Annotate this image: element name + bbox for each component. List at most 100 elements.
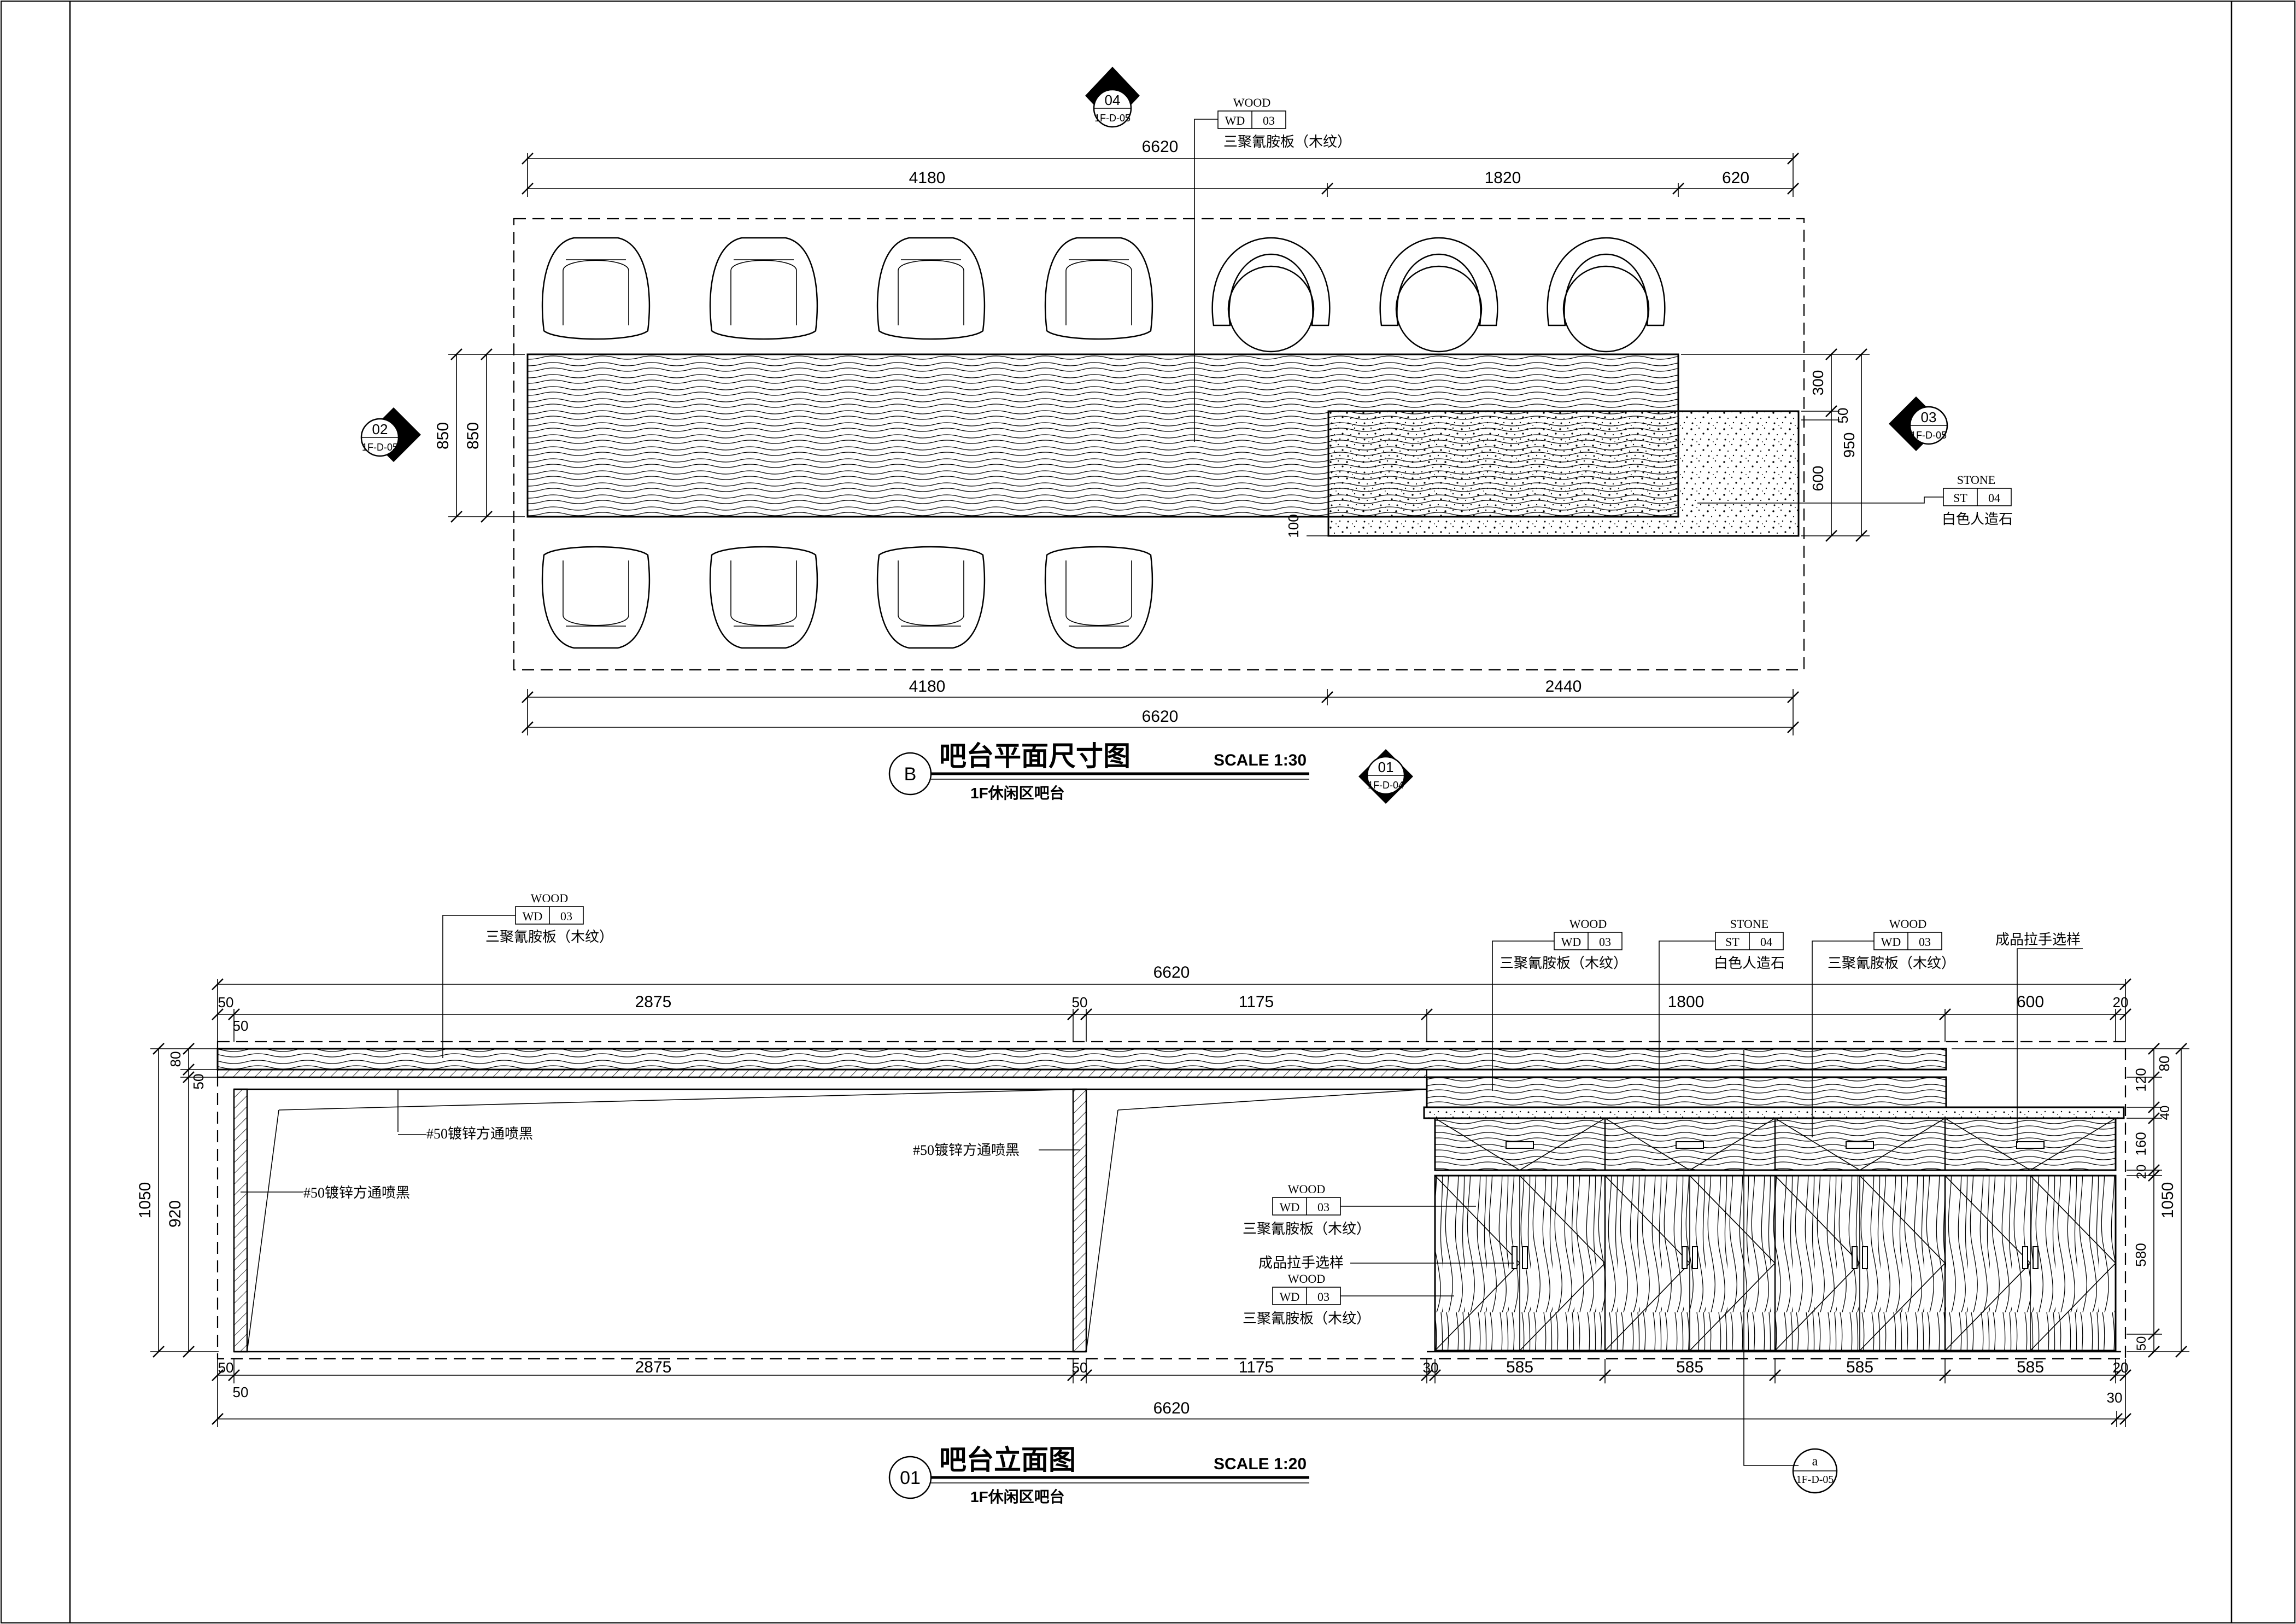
elev-dim-80-left: 80 bbox=[167, 1051, 184, 1067]
detail-marker-reference: 1F-D-05 bbox=[1796, 1474, 1834, 1486]
elev-wood-tag-left-category: WOOD bbox=[531, 891, 568, 905]
elev-wood-tag-left-description: 三聚氰胺板（木纹） bbox=[485, 929, 613, 945]
elev-steel-note-2-text: #50镀锌方通喷黑 bbox=[303, 1185, 410, 1201]
plan-dim-950: 950 bbox=[1841, 433, 1858, 458]
plan-dim-4180-top: 4180 bbox=[909, 169, 946, 187]
armchair bbox=[709, 237, 818, 340]
plan-top-dimensions: 6620 4180 1820 620 bbox=[522, 138, 1799, 197]
plan-scale: SCALE 1:30 bbox=[1214, 751, 1307, 769]
armchair bbox=[541, 546, 651, 649]
elev-dim-50-bottom-a: 50 bbox=[218, 1359, 234, 1376]
elev-dim-50-a: 50 bbox=[218, 994, 234, 1010]
marker-left-number: 02 bbox=[372, 421, 388, 437]
elev-dim-160-right: 160 bbox=[2133, 1132, 2149, 1155]
plan-dim-850-inner: 850 bbox=[464, 422, 482, 449]
elev-dim-50-bottom-b: 50 bbox=[1072, 1359, 1088, 1376]
elev-dim-1050-left: 1050 bbox=[136, 1182, 154, 1219]
elev-dim-80-right: 80 bbox=[2156, 1056, 2172, 1072]
elevation-top-dimensions: 6620 50 50 2875 50 1175 1800 600 20 bbox=[212, 963, 2131, 1042]
elev-dim-20-top: 20 bbox=[2113, 994, 2129, 1010]
elev-dim-585-a: 585 bbox=[1506, 1358, 1533, 1376]
plan-wood-tag: WOOD WD 03 三聚氰胺板（木纹） bbox=[1194, 96, 1351, 442]
elev-dim-580-right: 580 bbox=[2133, 1243, 2149, 1266]
elev-wood-tag-left-number: 03 bbox=[560, 909, 572, 923]
door-handle bbox=[1512, 1246, 1518, 1269]
armchair bbox=[1044, 546, 1153, 649]
elev-dim-total-top: 6620 bbox=[1153, 963, 1190, 982]
plan-bottom-dimensions: 4180 2440 6620 bbox=[522, 677, 1799, 735]
plan-view: 6620 4180 1820 620 4180 2440 6620 850 85… bbox=[360, 67, 2013, 804]
steel-frame-middle bbox=[1072, 1088, 1427, 1353]
elev-door-tag-2-code: WD bbox=[1280, 1290, 1300, 1304]
elev-door-tag-2-number: 03 bbox=[1317, 1290, 1329, 1304]
plan-dim-50: 50 bbox=[1835, 408, 1851, 424]
marker-right-reference: 1F-D-05 bbox=[1911, 430, 1947, 441]
plan-title-block: B 吧台平面尺寸图 SCALE 1:30 1F休闲区吧台 bbox=[888, 741, 1309, 802]
elev-dim-1800: 1800 bbox=[1668, 993, 1705, 1011]
plan-right-dimensions: 300 50 600 950 bbox=[1681, 348, 1870, 542]
cabinet-drawers bbox=[1434, 1117, 2117, 1171]
elev-dim-50-bottom-c: 50 bbox=[233, 1384, 249, 1400]
elev-handle-note-top-text: 成品拉手选样 bbox=[1995, 932, 2081, 948]
plan-marker-top: 04 1F-D-05 bbox=[1085, 67, 1140, 128]
elev-dim-120-right: 120 bbox=[2133, 1068, 2149, 1091]
elevation-view: 6620 50 50 2875 50 1175 1800 600 20 bbox=[136, 891, 2189, 1505]
elev-dim-920-left: 920 bbox=[166, 1200, 184, 1228]
door-handle bbox=[1522, 1246, 1528, 1269]
elev-steel-note-1-text: #50镀锌方通喷黑 bbox=[426, 1126, 533, 1142]
plan-stone-tag-category: STONE bbox=[1957, 473, 1996, 487]
elev-door-tag-1-description: 三聚氰胺板（木纹） bbox=[1243, 1221, 1370, 1237]
plan-dim-1820: 1820 bbox=[1485, 169, 1521, 187]
elev-dim-600: 600 bbox=[2017, 993, 2044, 1011]
plan-wood-tag-description: 三聚氰胺板（木纹） bbox=[1223, 134, 1351, 150]
elev-steel-note-3-text: #50镀锌方通喷黑 bbox=[913, 1142, 1020, 1158]
plan-dim-850-outer: 850 bbox=[434, 422, 452, 449]
elev-door-tag-2-description: 三聚氰胺板（木纹） bbox=[1243, 1311, 1370, 1327]
door-handle bbox=[2033, 1246, 2039, 1269]
plan-stone-tag-description: 白色人造石 bbox=[1942, 511, 2013, 527]
elev-stone-tag: STONE ST 04 白色人造石 bbox=[1659, 917, 1785, 1113]
elev-dim-585-b: 585 bbox=[1676, 1358, 1703, 1376]
elev-wood-tag-right-category: WOOD bbox=[1889, 917, 1926, 931]
detail-marker-letter: a bbox=[1812, 1454, 1818, 1469]
door-handle bbox=[1862, 1246, 1868, 1269]
elev-dim-total-bottom: 6620 bbox=[1153, 1399, 1190, 1417]
armchair bbox=[541, 237, 651, 340]
elev-dim-30-bottom: 30 bbox=[1423, 1359, 1439, 1376]
plan-stone-tag-code: ST bbox=[1953, 491, 1967, 505]
plan-marker-left: 02 1F-D-05 bbox=[360, 407, 421, 462]
marker-left-reference: 1F-D-05 bbox=[362, 442, 398, 453]
elev-stone-tag-description: 白色人造石 bbox=[1714, 955, 1785, 971]
door-handle bbox=[1852, 1246, 1858, 1269]
elevation-title-block: 01 吧台立面图 SCALE 1:20 1F休闲区吧台 bbox=[888, 1445, 1309, 1505]
elev-steel-note-1: #50镀锌方通喷黑 bbox=[397, 1089, 533, 1142]
elev-steel-note-2: #50镀锌方通喷黑 bbox=[241, 1185, 410, 1201]
elev-door-tag-1-category: WOOD bbox=[1288, 1182, 1325, 1196]
drawer-handle bbox=[2016, 1141, 2045, 1149]
marker-top-number: 04 bbox=[1105, 92, 1121, 108]
elev-door-tag-2: WOOD WD 03 三聚氰胺板（木纹） bbox=[1243, 1272, 1454, 1327]
elev-dim-20-bottom: 20 bbox=[2113, 1359, 2129, 1376]
cabinet-doors bbox=[1434, 1175, 2117, 1352]
armchair bbox=[876, 546, 986, 649]
elev-title-symbol: 01 bbox=[900, 1468, 921, 1488]
elev-dim-1175-bottom: 1175 bbox=[1239, 1358, 1274, 1376]
elev-dim-50-right: 50 bbox=[2134, 1336, 2149, 1351]
elev-door-tag-1: WOOD WD 03 三聚氰胺板（木纹） bbox=[1243, 1182, 1476, 1237]
plan-gap-dimension: 100 bbox=[1285, 514, 1328, 538]
elev-wood-tag-right-code: WD bbox=[1881, 935, 1901, 949]
drawer-handle bbox=[1846, 1141, 1874, 1149]
plan-left-dimensions: 850 850 bbox=[434, 348, 525, 523]
elev-dim-50-b: 50 bbox=[233, 1018, 249, 1034]
elev-wood-tag-mid-code: WD bbox=[1561, 935, 1582, 949]
elev-wood-tag-right-description: 三聚氰胺板（木纹） bbox=[1828, 955, 1955, 971]
plan-wood-tag-category: WOOD bbox=[1233, 96, 1270, 109]
elev-dim-40-right: 40 bbox=[2158, 1106, 2172, 1120]
plan-stone-tag: STONE ST 04 白色人造石 bbox=[1697, 473, 2013, 527]
elevation-right-dimensions: 120 80 40 160 20 580 50 1050 bbox=[1952, 1043, 2189, 1358]
elev-scale: SCALE 1:20 bbox=[1214, 1455, 1307, 1473]
stools-top-row bbox=[1211, 237, 1666, 353]
elev-handle-note-top: 成品拉手选样 bbox=[1995, 932, 2083, 1143]
